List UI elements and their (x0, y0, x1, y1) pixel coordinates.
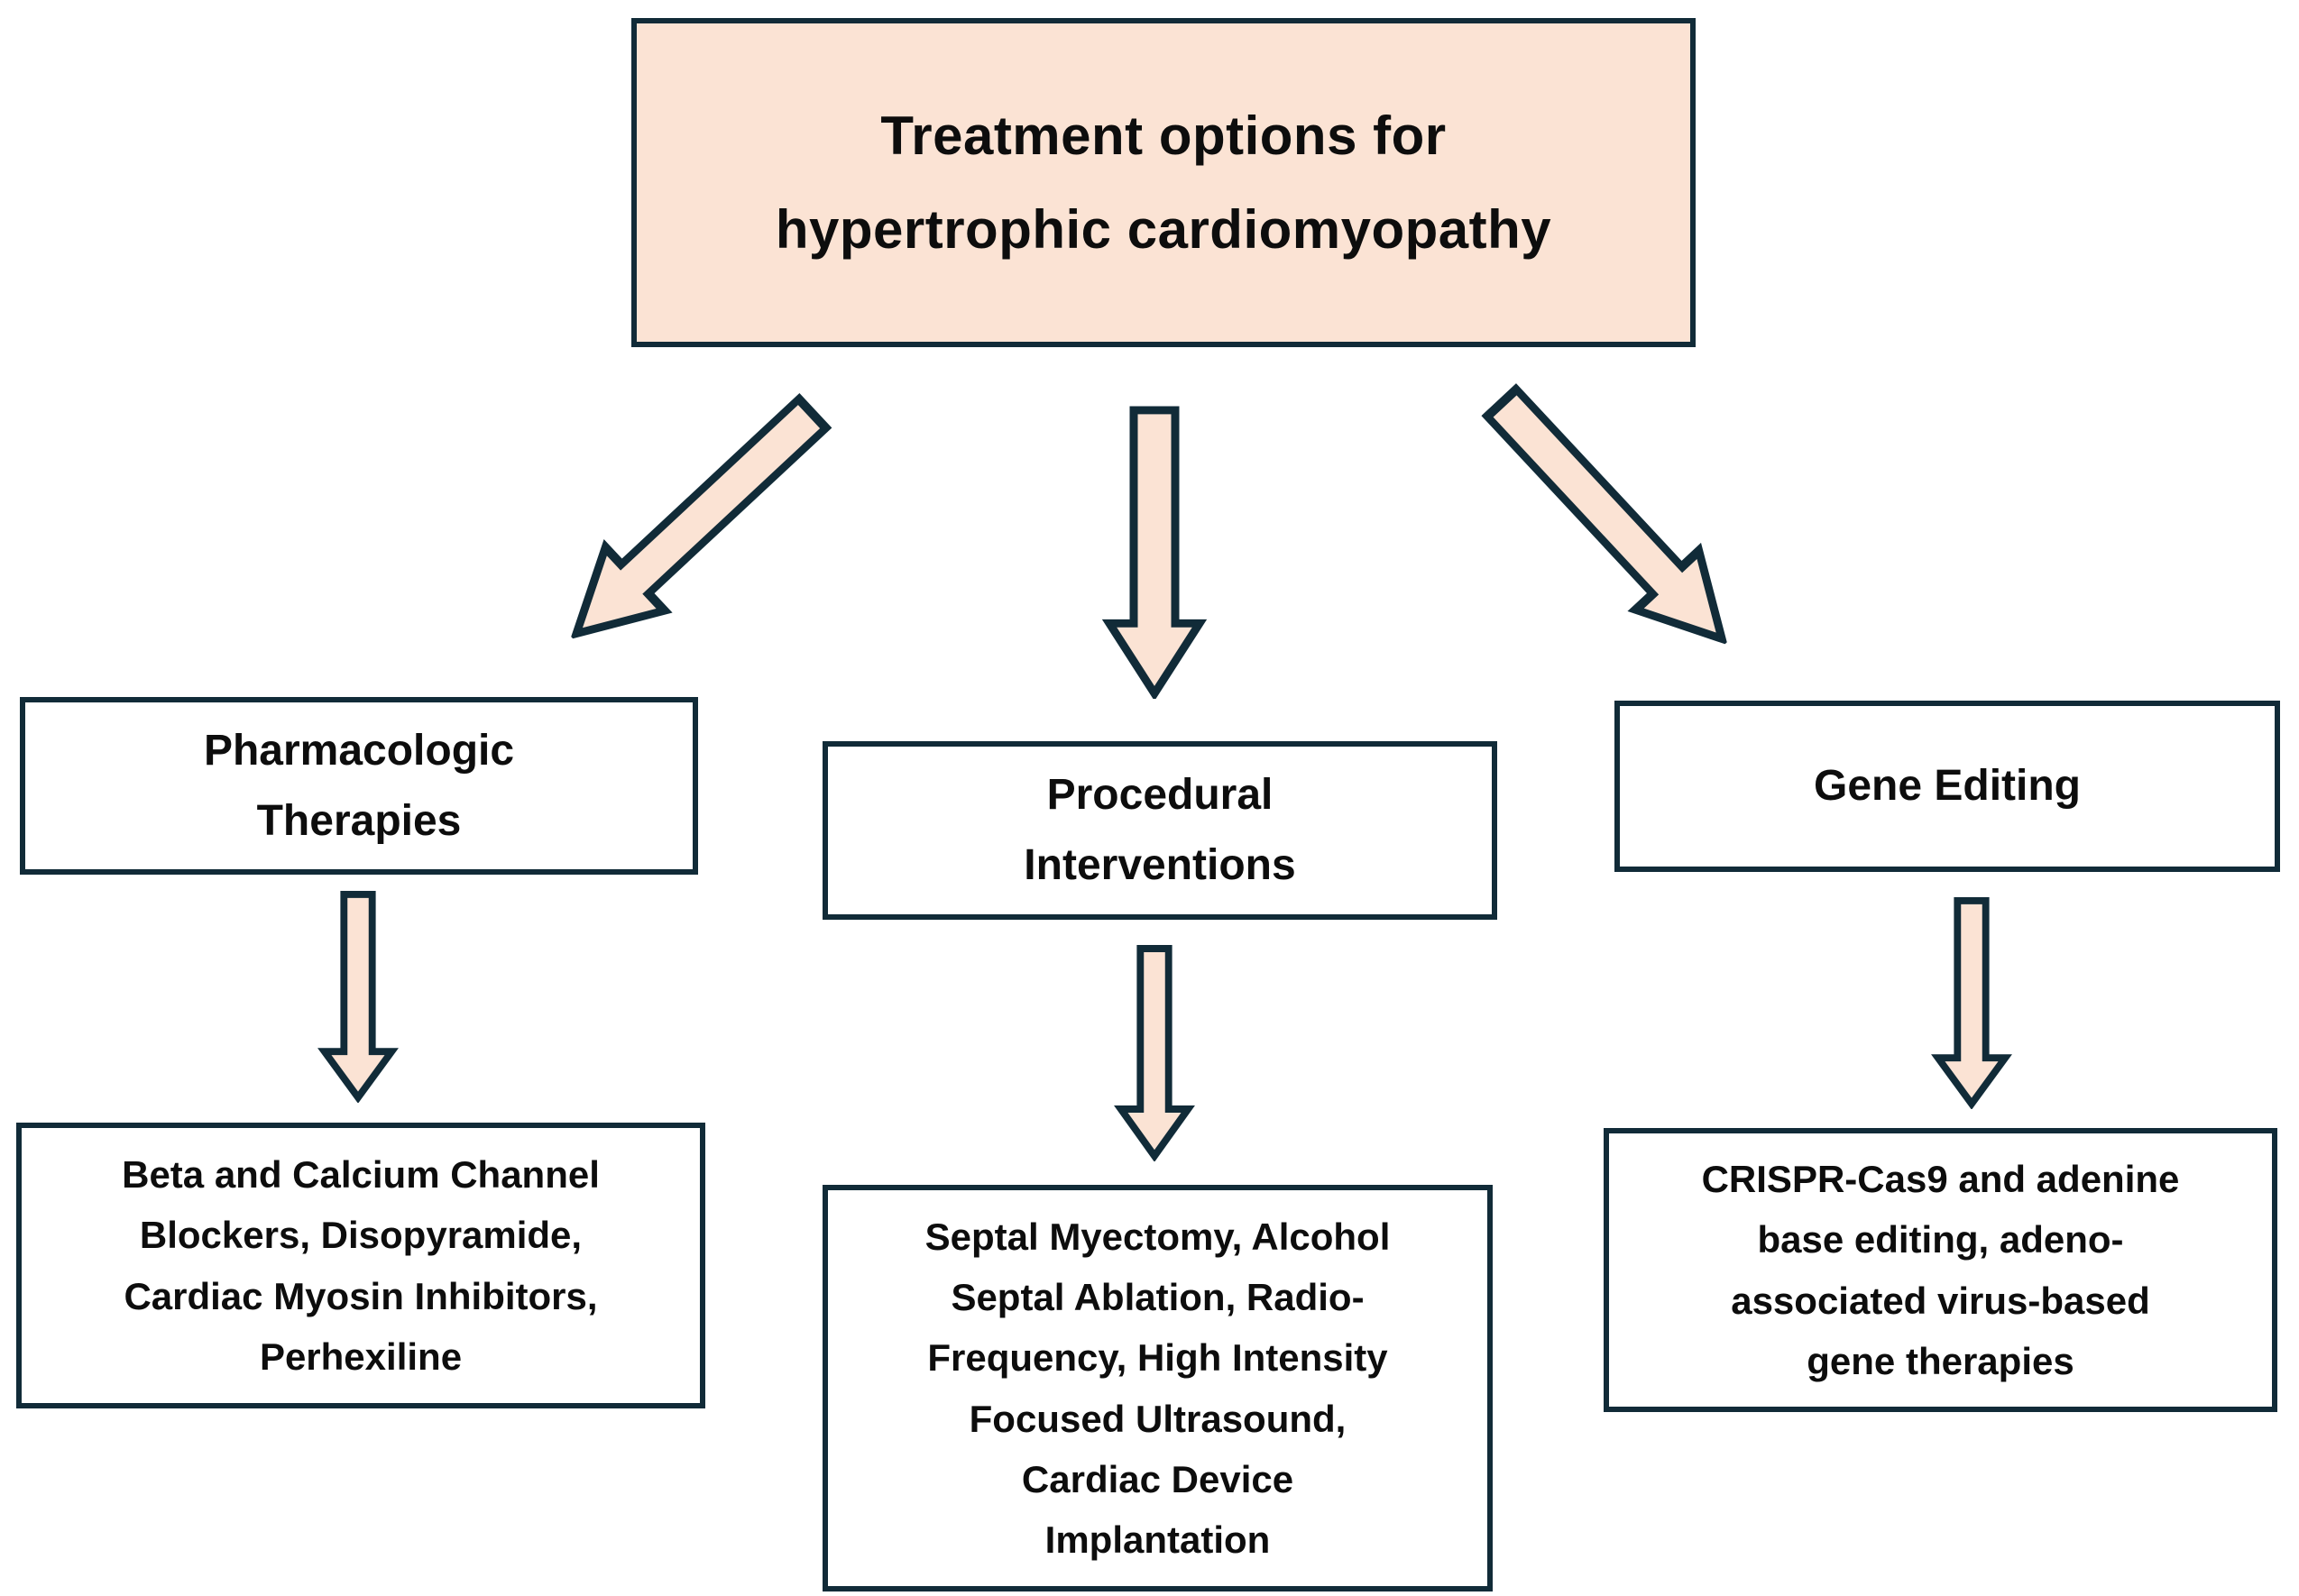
category-box-procedural-interventions: Procedural Interventions (823, 741, 1497, 920)
arrow-procedural-to-details-icon (1114, 945, 1195, 1161)
detail-box-pharmacologic-therapies: Beta and Calcium Channel Blockers, Disop… (16, 1123, 705, 1408)
detail-text: CRISPR-Cas9 and adenine base editing, ad… (1701, 1158, 2180, 1382)
arrow-pharmacologic-to-details-icon (317, 891, 399, 1103)
category-label: Gene Editing (1813, 762, 2081, 811)
detail-box-gene-editing: CRISPR-Cas9 and adenine base editing, ad… (1604, 1128, 2277, 1412)
arrow-title-to-gene-editing-icon (1481, 383, 1728, 646)
category-label: Procedural Interventions (1024, 771, 1296, 889)
diagram-title: Treatment options for hypertrophic cardi… (775, 105, 1552, 260)
arrow-gene-editing-to-details-icon (1931, 897, 2012, 1109)
title-box: Treatment options for hypertrophic cardi… (631, 18, 1696, 347)
arrow-title-to-pharmacologic-icon (570, 392, 832, 640)
detail-text: Beta and Calcium Channel Blockers, Disop… (122, 1153, 600, 1378)
category-label: Pharmacologic Therapies (203, 726, 515, 845)
category-box-gene-editing: Gene Editing (1614, 701, 2280, 872)
arrow-title-to-procedural-icon (1101, 406, 1208, 699)
detail-text: Septal Myectomy, Alcohol Septal Ablation… (924, 1215, 1391, 1561)
detail-box-procedural-interventions: Septal Myectomy, Alcohol Septal Ablation… (823, 1185, 1493, 1591)
category-box-pharmacologic-therapies: Pharmacologic Therapies (20, 697, 698, 875)
